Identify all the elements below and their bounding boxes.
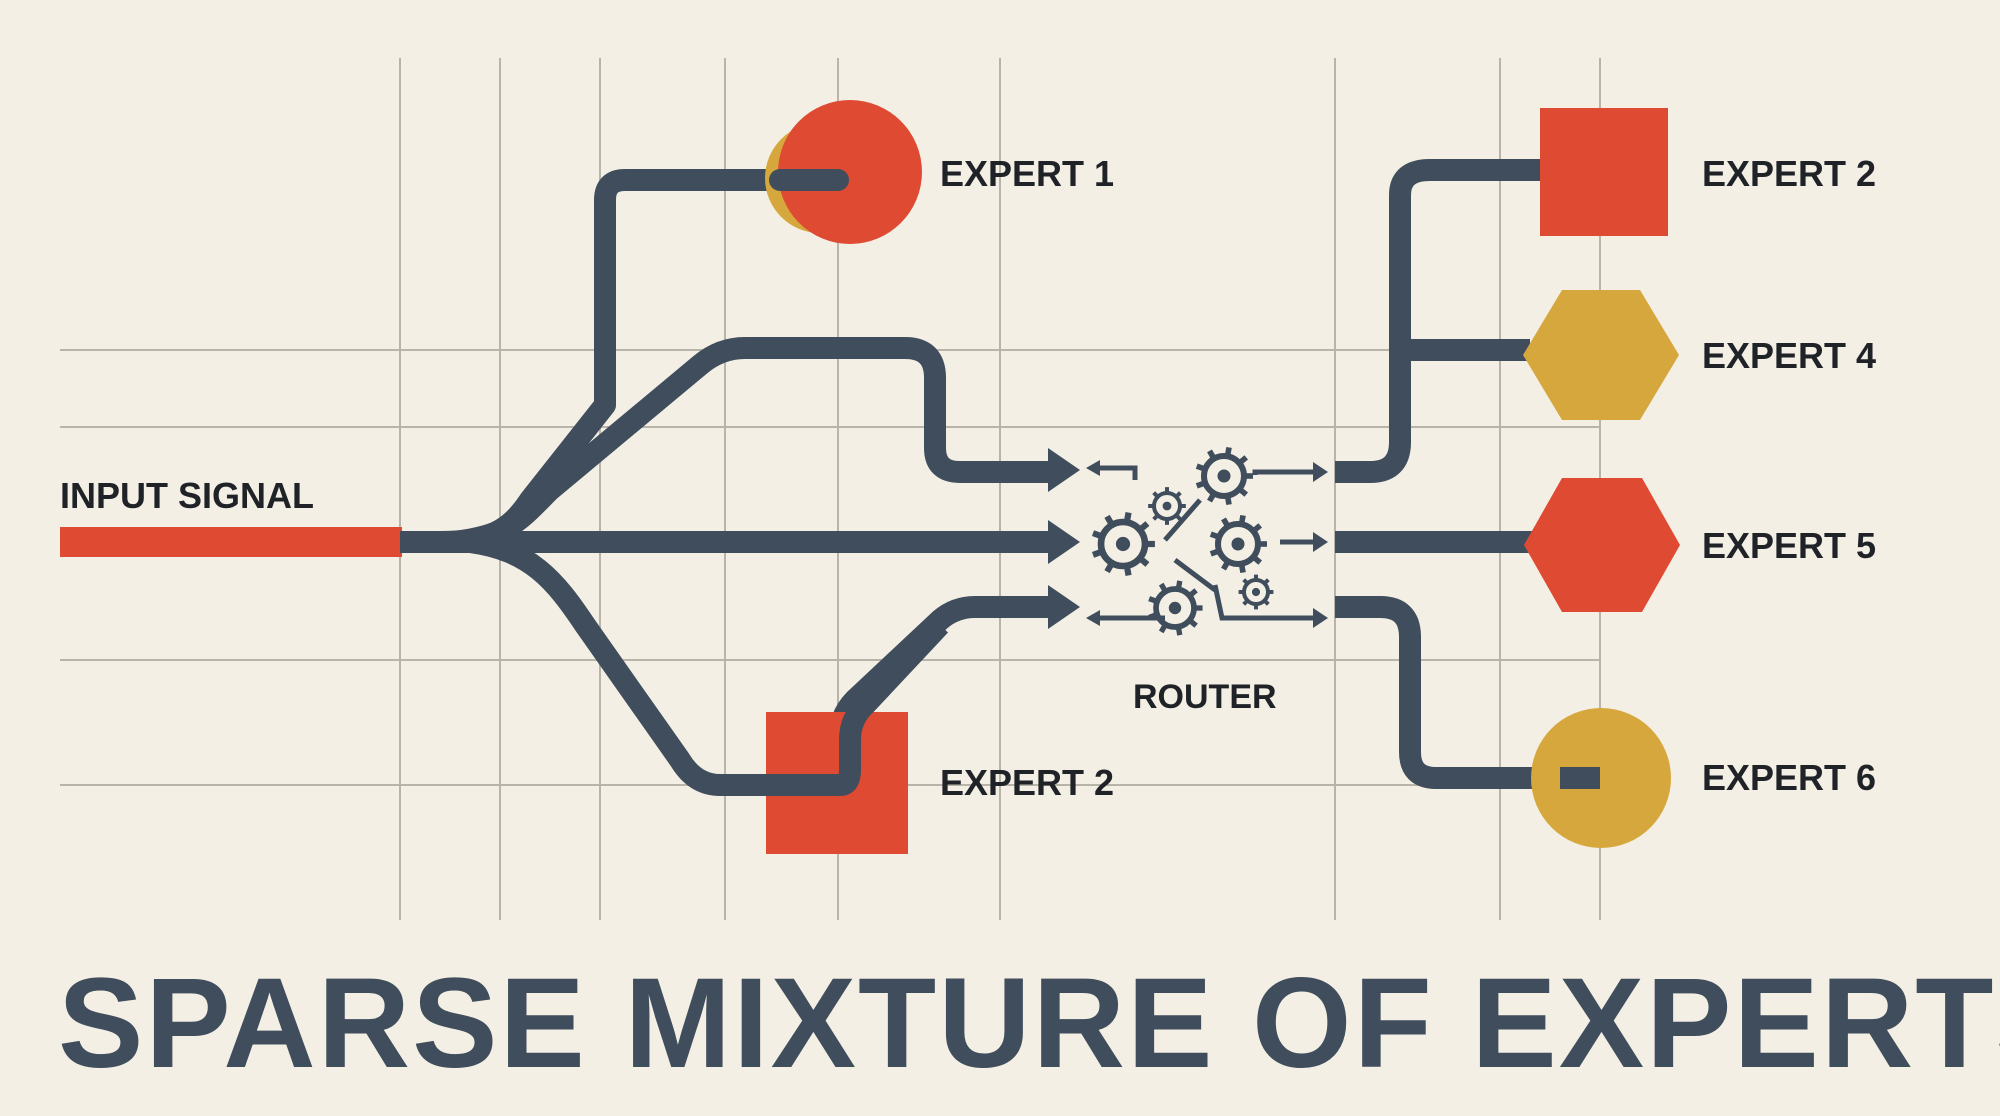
expert-1-label: EXPERT 1 [940,153,1114,194]
gear-icon [1209,514,1267,574]
wire-to-router-upper [453,337,1055,553]
arrowhead-right-lower [1313,608,1328,628]
wire-to-expert-6 [1335,596,1600,789]
input-signal-label: INPUT SIGNAL [60,475,314,516]
router-output-arrowheads [1086,460,1328,628]
gear-icon [1091,512,1155,576]
gear-icon [1195,446,1253,506]
wire-over-expert-2 [760,617,949,796]
input-signal-bar [60,527,402,557]
arrow-out-right-upper [1252,469,1315,475]
arrow-out-right-lower [1212,584,1315,621]
expert-5-label: EXPERT 5 [1702,525,1876,566]
router-output-arrows [1100,465,1315,621]
expert-4-shape [1523,290,1679,420]
wire-to-expert-2-top [1335,159,1545,483]
arrowhead-left-upper [1086,460,1100,476]
wire-to-expert-2-bottom [468,531,840,796]
expert-2-top-label: EXPERT 2 [1702,153,1876,194]
wires [400,169,1055,796]
expert-5-shape [1524,478,1680,612]
arrowhead-right-main [1313,532,1328,552]
arrow-out-left-upper [1100,465,1138,480]
expert-4-label: EXPERT 4 [1702,335,1876,376]
gear-icon [1148,487,1186,525]
router-input-arrows [1048,448,1080,629]
router-label: ROUTER [1133,678,1277,716]
arrow-in-main [1048,520,1080,564]
expert-2-top-shape [1540,108,1668,236]
diagram-title: SPARSE MIXTURE OF EXPERTS [58,952,2000,1095]
gears-icon [1091,446,1274,636]
gear-icon [1238,574,1274,610]
gear-link [1163,498,1217,592]
gear-icon [1148,580,1203,636]
expert-6-shape [1531,708,1671,848]
expert-6-label: EXPERT 6 [1702,757,1876,798]
expert-2-bottom-label: EXPERT 2 [940,762,1114,803]
arrow-in-lower [1048,585,1080,629]
arrow-in-upper [1048,448,1080,492]
arrowhead-left-lower [1086,610,1100,626]
right-wires [1335,159,1600,789]
arrowhead-right-upper [1313,462,1328,482]
